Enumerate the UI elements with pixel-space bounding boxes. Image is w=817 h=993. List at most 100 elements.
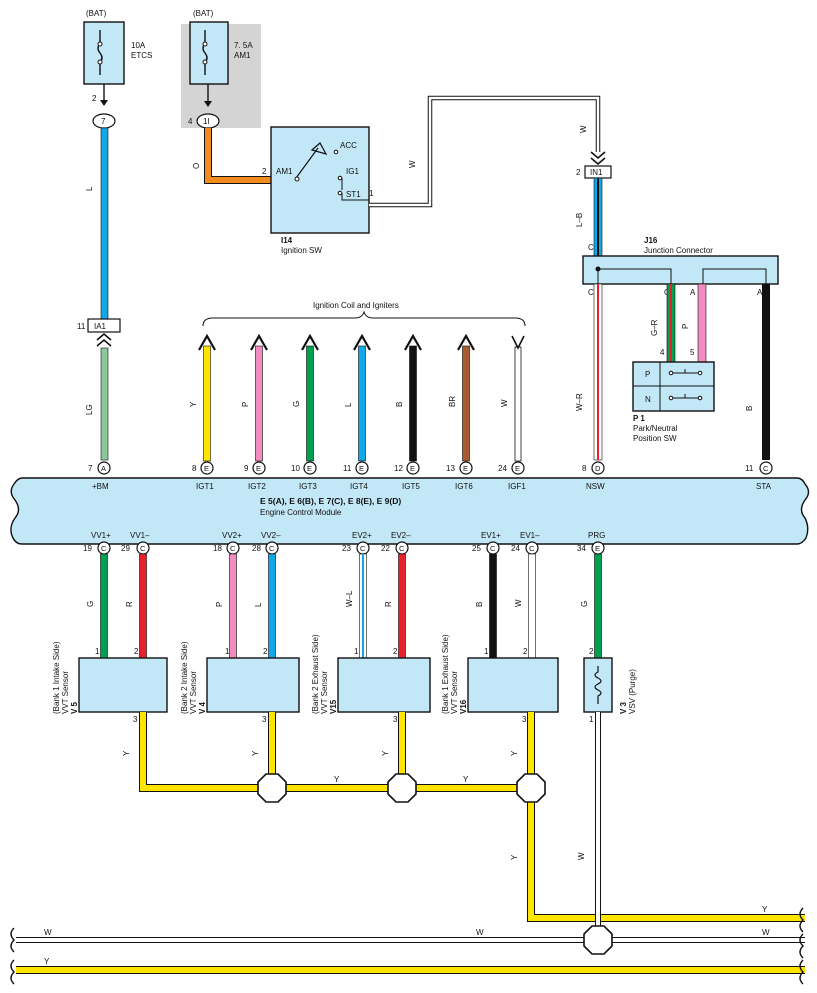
ecm-bottom-pin-conn: C xyxy=(360,544,366,553)
sensor-v16-code: V16 xyxy=(459,699,468,714)
j16-pin-a1: A xyxy=(690,288,696,297)
splice-icon xyxy=(583,925,613,955)
wire-y-label: Y xyxy=(122,750,131,756)
sensor-pin: 2 xyxy=(134,647,139,656)
fuse-etcs-pin: 2 xyxy=(92,94,97,103)
terminal-ig1-label: IG1 xyxy=(346,167,359,176)
wire-w-label: W xyxy=(577,852,586,860)
ecm-top-pin-number: 24 xyxy=(498,464,507,473)
arrow-up-icon xyxy=(457,333,475,351)
ground-bus xyxy=(16,712,805,974)
sensor-pin: 3 xyxy=(522,715,527,724)
sensor-v4-code: V 4 xyxy=(198,701,207,714)
sensor-v16-box xyxy=(467,657,559,713)
wire-segment xyxy=(100,553,108,659)
sensor-v15: 1 2 3 V15 VVT Sensor (Bank 2 Exhaust Sid… xyxy=(311,634,431,724)
ecm-bottom-pin-conn: E xyxy=(595,544,600,553)
connector-ia1-pin: 11 xyxy=(77,322,86,331)
ecm-bottom-pin-number: 19 xyxy=(83,544,92,553)
arrow-down-icon xyxy=(100,100,108,106)
ecm-bottom-pin-3: VV2– 28 C xyxy=(252,531,281,555)
connector-7-label: 7 xyxy=(101,117,106,126)
ignition-switch-pin1: 1 xyxy=(369,189,374,198)
ecm-connectors: E 5(A), E 6(B), E 7(C), E 8(E), E 9(D) xyxy=(260,496,401,506)
fuse-terminal-icon xyxy=(97,59,103,65)
j16-box xyxy=(582,255,779,285)
fuse-etcs-box xyxy=(83,21,125,85)
ecm-top-pin-label: IGT3 xyxy=(299,482,317,491)
wire-w-label: W xyxy=(476,928,484,937)
wire-lg-label: LG xyxy=(85,404,94,415)
p1-code: P 1 xyxy=(633,414,645,423)
fuse-am1-rating: 7. 5A xyxy=(234,41,253,50)
wire-segment xyxy=(268,553,276,659)
sensor-v5-name: VVT Sensor xyxy=(61,671,70,714)
ecm-top-pin-number: 10 xyxy=(291,464,300,473)
sensor-wire-vv1-pos: G xyxy=(86,553,108,659)
ecm-top-pin-number: 13 xyxy=(446,464,455,473)
p1-name-1: Park/Neutral xyxy=(633,424,678,433)
wire-segment xyxy=(528,553,536,659)
ecm-top-pin-8: 8 D NSW xyxy=(582,461,605,491)
terminal-am1-label: AM1 xyxy=(276,167,293,176)
sensor-wire-vv2-pos: P xyxy=(215,553,237,659)
igniter-wire-igf1: W xyxy=(500,335,525,462)
terminal-dot-icon xyxy=(697,395,703,401)
ecm-top-pin-number: 9 xyxy=(244,464,249,473)
sensor-wire-vv2-neg: L xyxy=(254,553,276,659)
connector-ia1 xyxy=(87,318,121,333)
terminal-dot-icon xyxy=(697,370,703,376)
sensor-pin: 2 xyxy=(393,647,398,656)
fuse-etcs-rating: 10A xyxy=(131,41,146,50)
ecm-top-pin-4: 11 E IGT4 xyxy=(343,461,369,491)
ecm-bottom-pin-number: 23 xyxy=(342,544,351,553)
wire-color-label: R xyxy=(125,601,134,607)
terminal-dot-icon xyxy=(333,149,339,155)
igniter-wire-igt2: P xyxy=(241,333,268,462)
fuse-etcs-name: ETCS xyxy=(131,51,152,60)
splice-icon xyxy=(257,773,287,803)
sensor-wire-ev1-pos: B xyxy=(475,553,497,659)
ecm-bottom-pin-label: VV2– xyxy=(261,531,281,540)
connector-pin-icon xyxy=(355,461,369,475)
p1-name-2: Position SW xyxy=(633,434,677,443)
break-mark-icon xyxy=(799,907,804,985)
ecm-bottom-pin-number: 25 xyxy=(472,544,481,553)
wire-o-label: O xyxy=(192,163,201,169)
ecm-bottom-pin-number: 18 xyxy=(213,544,222,553)
wire-segment xyxy=(139,553,147,659)
wire-y-label: Y xyxy=(463,775,469,784)
p1-pos-n: N xyxy=(645,395,651,404)
sensor-v5-location: (Bank 1 Intake Side) xyxy=(52,641,61,714)
wire-w-label: W xyxy=(762,928,770,937)
yellow-wire xyxy=(16,712,805,973)
ecm-top-pin-6: 13 E IGT6 xyxy=(446,461,473,491)
ecm-bottom-pin-conn: C xyxy=(399,544,405,553)
ecm-bottom-pin-5: EV2– 22 C xyxy=(381,531,411,555)
ignition-switch-pin2: 2 xyxy=(262,167,267,176)
wire-w-vertical-label: W xyxy=(579,125,588,133)
ecm-bottom-pin-conn: C xyxy=(269,544,275,553)
wire-segment xyxy=(398,553,406,659)
ecm-top-pin-label: IGT5 xyxy=(402,482,420,491)
sensor-v15-code: V15 xyxy=(329,699,338,714)
wire-segment xyxy=(229,553,237,659)
ignition-switch-box xyxy=(270,126,370,234)
connector-pin-icon xyxy=(252,461,266,475)
fuse-am1-supply: (BAT) xyxy=(193,9,214,18)
ecm-top-pin-number: 8 xyxy=(582,464,587,473)
wire-segment xyxy=(255,345,263,462)
wire-color-label: B xyxy=(395,402,404,407)
wire-p-pn xyxy=(697,283,707,363)
sensor-wire-ev2-pos: W–L xyxy=(345,553,367,659)
sensor-pin: 3 xyxy=(393,715,398,724)
ecm-top-pin-conn: E xyxy=(410,464,415,473)
terminal-dot-icon xyxy=(337,175,343,181)
ecm-top-pin-label: IGT4 xyxy=(350,482,368,491)
ecm-name: Engine Control Module xyxy=(260,508,342,517)
wire-segment xyxy=(409,345,417,462)
wire-b-sta xyxy=(762,284,770,460)
wire-gr-label: G–R xyxy=(650,319,659,336)
p1-contacts-icon xyxy=(671,369,700,399)
terminal-dot-icon xyxy=(337,190,343,196)
